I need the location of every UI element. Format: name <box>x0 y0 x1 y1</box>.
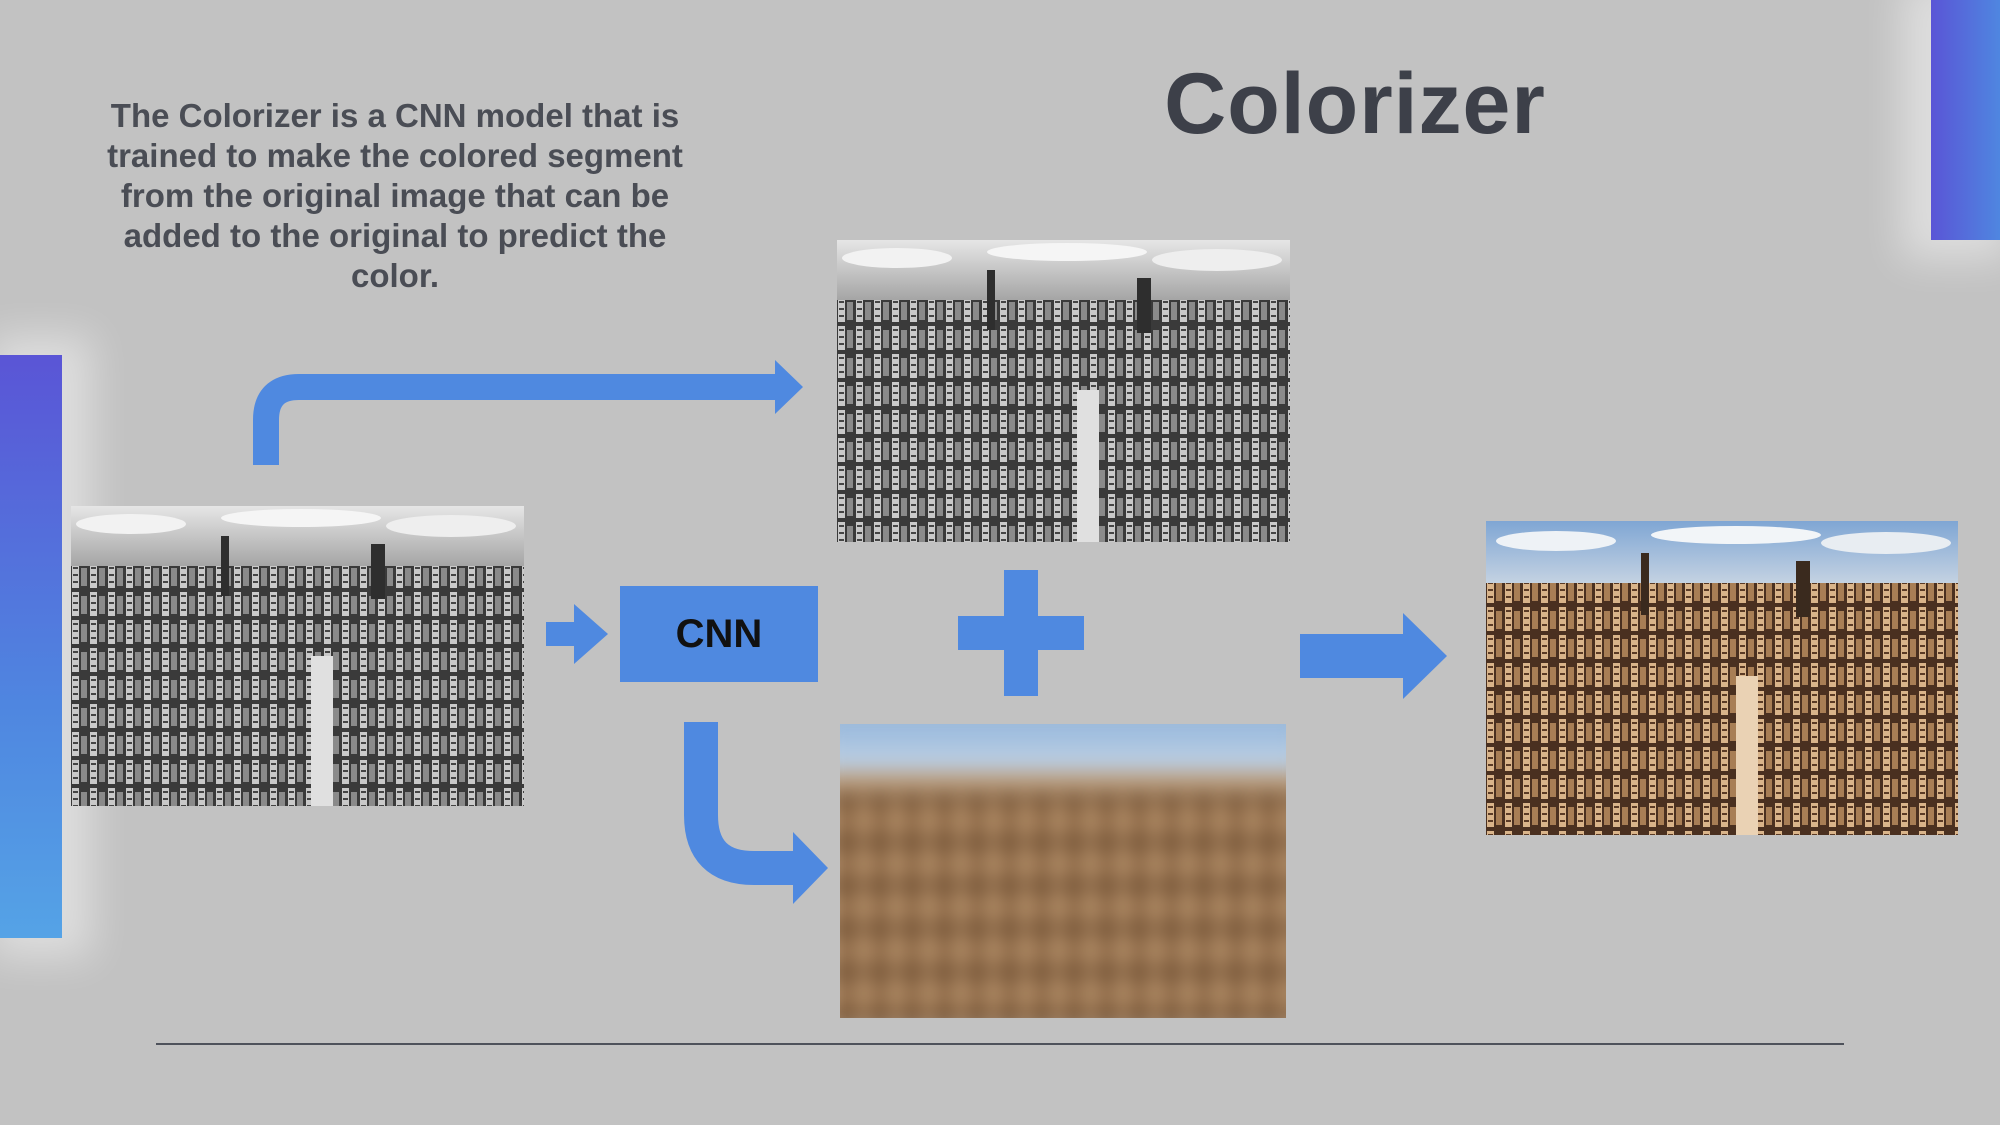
arrow-to-colored-segment <box>684 722 800 885</box>
arrow-to-original-image <box>253 374 780 465</box>
decorative-accent-bar-right <box>1931 0 2000 240</box>
arrow-head-bottom <box>793 832 828 904</box>
bottom-divider-line <box>156 1043 1844 1045</box>
arrow-head-top <box>775 360 803 414</box>
predicted-color-image <box>1486 521 1958 835</box>
decorative-accent-bar-left <box>0 355 62 938</box>
slide-title: Colorizer <box>1164 56 1546 152</box>
arrow-to-result-shaft <box>1300 634 1406 678</box>
plus-icon <box>958 570 1084 696</box>
colored-segment-image <box>840 724 1286 1018</box>
arrow-to-cnn-shaft <box>546 622 576 646</box>
arrow-head-cnn <box>574 604 608 664</box>
slide-description: The Colorizer is a CNN model that is tra… <box>107 97 683 294</box>
cnn-model-box: CNN <box>620 586 818 682</box>
arrow-head-result <box>1403 613 1447 699</box>
input-grayscale-image <box>71 506 524 806</box>
original-grayscale-image <box>837 240 1290 542</box>
